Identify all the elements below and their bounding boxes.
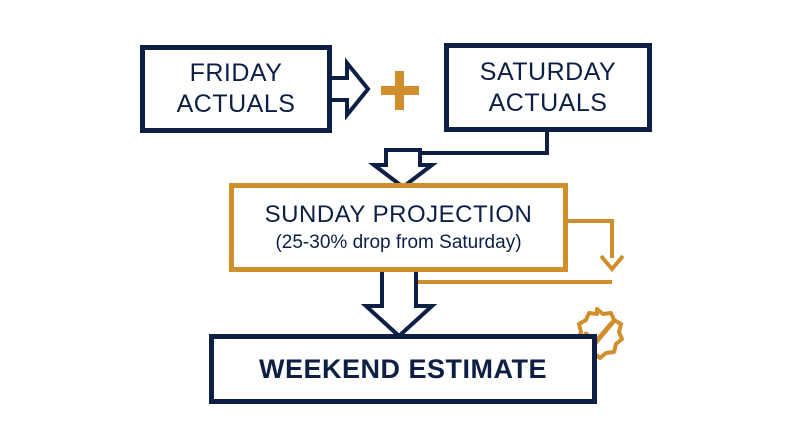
gold-return-connector: [402, 280, 612, 310]
saturday-line2: ACTUALS: [488, 88, 608, 117]
sunday-projection-box: SUNDAY PROJECTION (25-30% drop from Satu…: [229, 183, 568, 272]
sunday-subtitle: (25-30% drop from Saturday): [275, 232, 522, 253]
weekend-label: WEEKEND ESTIMATE: [258, 353, 547, 384]
plus-icon: [381, 71, 419, 110]
saturday-line1: SATURDAY: [479, 57, 617, 86]
friday-to-plus-arrow: [330, 57, 371, 121]
friday-line1: FRIDAY: [189, 59, 283, 87]
friday-line2: ACTUALS: [176, 90, 296, 118]
sunday-side-arrowhead: [599, 254, 625, 273]
friday-saturday-to-sunday-arrow: [368, 148, 438, 190]
saturday-actuals-box: SATURDAY ACTUALS: [444, 43, 652, 132]
sunday-side-connector: [566, 219, 614, 258]
sunday-title: SUNDAY PROJECTION: [264, 201, 533, 228]
friday-actuals-box: FRIDAY ACTUALS: [140, 45, 332, 133]
weekend-estimate-box: WEEKEND ESTIMATE: [209, 334, 597, 404]
sunday-to-weekend-arrow: [360, 270, 438, 339]
saturday-connector-line: [420, 130, 549, 155]
